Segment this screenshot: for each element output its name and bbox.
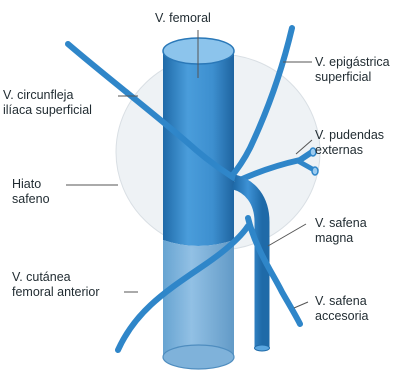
label-great-saphenous-line2: magna xyxy=(315,231,367,246)
label-femoral-vein: V. femoral xyxy=(155,11,211,26)
label-hiatus-line2: safeno xyxy=(12,192,50,207)
leader-safena-accesoria xyxy=(294,302,308,308)
label-cutaneous-line1: V. cutánea xyxy=(12,270,100,285)
label-epigastric-line2: superficial xyxy=(315,70,390,85)
label-cutaneous-vein: V. cutánea femoral anterior xyxy=(12,270,100,300)
label-great-saphenous: V. safena magna xyxy=(315,216,367,246)
label-cutaneous-line2: femoral anterior xyxy=(12,285,100,300)
label-pudendal-line2: externas xyxy=(315,143,384,158)
label-pudendal-line1: V. pudendas xyxy=(315,128,384,143)
femoral-vein-bottom-cap xyxy=(163,345,234,369)
label-accessory-saphenous: V. safena accesoria xyxy=(315,294,369,324)
label-circumflex-vein: V. circunfleja ilíaca superficial xyxy=(3,88,92,118)
label-epigastric-line1: V. epigástrica xyxy=(315,55,390,70)
label-hiatus-line1: Hiato xyxy=(12,177,50,192)
label-circumflex-line1: V. circunfleja xyxy=(3,88,92,103)
label-accessory-line1: V. safena xyxy=(315,294,369,309)
pudendal-cut-end-2 xyxy=(312,167,318,175)
saphenous-cut-end xyxy=(255,345,270,351)
label-circumflex-line2: ilíaca superficial xyxy=(3,103,92,118)
label-epigastric-vein: V. epigástrica superficial xyxy=(315,55,390,85)
label-femoral-text: V. femoral xyxy=(155,11,211,26)
label-great-saphenous-line1: V. safena xyxy=(315,216,367,231)
label-saphenous-hiatus: Hiato safeno xyxy=(12,177,50,207)
label-accessory-line2: accesoria xyxy=(315,309,369,324)
label-pudendal-veins: V. pudendas externas xyxy=(315,128,384,158)
